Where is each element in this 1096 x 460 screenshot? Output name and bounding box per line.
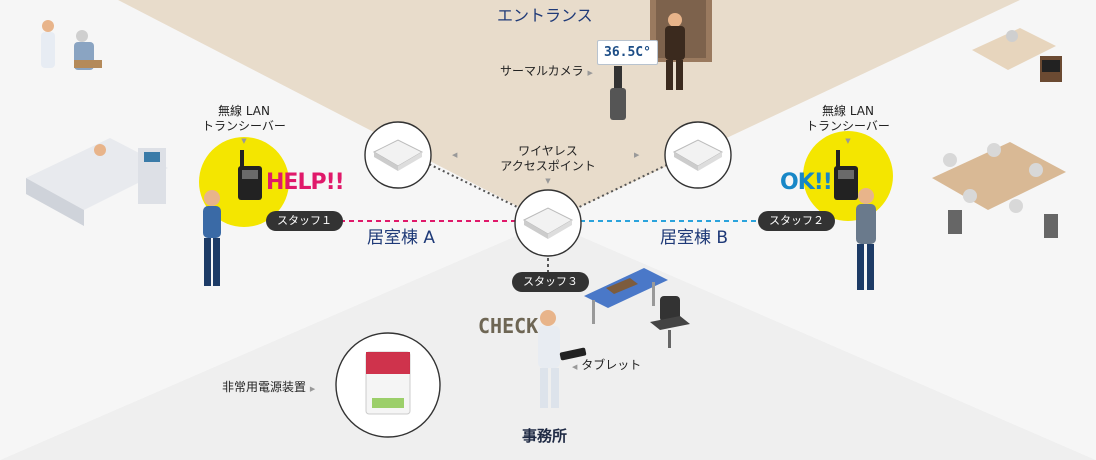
- power-supply-device: [335, 332, 441, 438]
- staff3-figure: [538, 310, 587, 408]
- temperature-readout: 36.5C°: [597, 40, 658, 65]
- tablet-label: ◀ タブレット: [572, 358, 642, 372]
- transceiver-left-device: [238, 150, 262, 200]
- help-callout: HELP!!: [266, 170, 345, 195]
- room-a-label: 居室棟 A: [367, 228, 436, 248]
- staff3-badge: スタッフ３: [512, 272, 589, 292]
- hospital-bed: [26, 138, 168, 226]
- thermal-camera-label: サーマルカメラ ▶: [500, 64, 593, 78]
- office-desk: [584, 268, 668, 324]
- access-point-center: [514, 189, 582, 257]
- staff1-badge: スタッフ１: [266, 211, 343, 231]
- visitor-figure: [665, 13, 685, 90]
- transceiver-left-label: 無線 LAN トランシーバー ▼: [202, 104, 286, 145]
- office-label: 事務所: [522, 427, 568, 445]
- transceiver-right-device: [834, 150, 858, 200]
- office-chair: [650, 296, 690, 348]
- power-supply-label: 非常用電源装置 ▶: [222, 380, 316, 394]
- room-b-label: 居室棟 B: [660, 228, 729, 248]
- staff1-figure: [203, 190, 221, 286]
- transceiver-right-label: 無線 LAN トランシーバー ▼: [806, 104, 890, 145]
- wireless-ap-label: ワイヤレス アクセスポイント ▼: [500, 144, 596, 185]
- access-point-right: [664, 121, 732, 189]
- living-room: [972, 28, 1062, 82]
- arrow-right-icon: ▶: [634, 151, 640, 159]
- arrow-left-icon: ◀: [452, 151, 458, 159]
- dining-room: [932, 142, 1066, 238]
- access-point-left: [364, 121, 432, 189]
- staff2-badge: スタッフ２: [758, 211, 835, 231]
- entrance-zone: [118, 0, 1020, 222]
- staff2-figure: [856, 188, 876, 290]
- thermal-camera-device: [610, 66, 626, 120]
- entrance-label: エントランス: [497, 6, 593, 25]
- check-callout: CHECK: [478, 314, 539, 338]
- ok-callout: OK!!: [780, 170, 833, 195]
- nurse-and-patient: [41, 20, 102, 70]
